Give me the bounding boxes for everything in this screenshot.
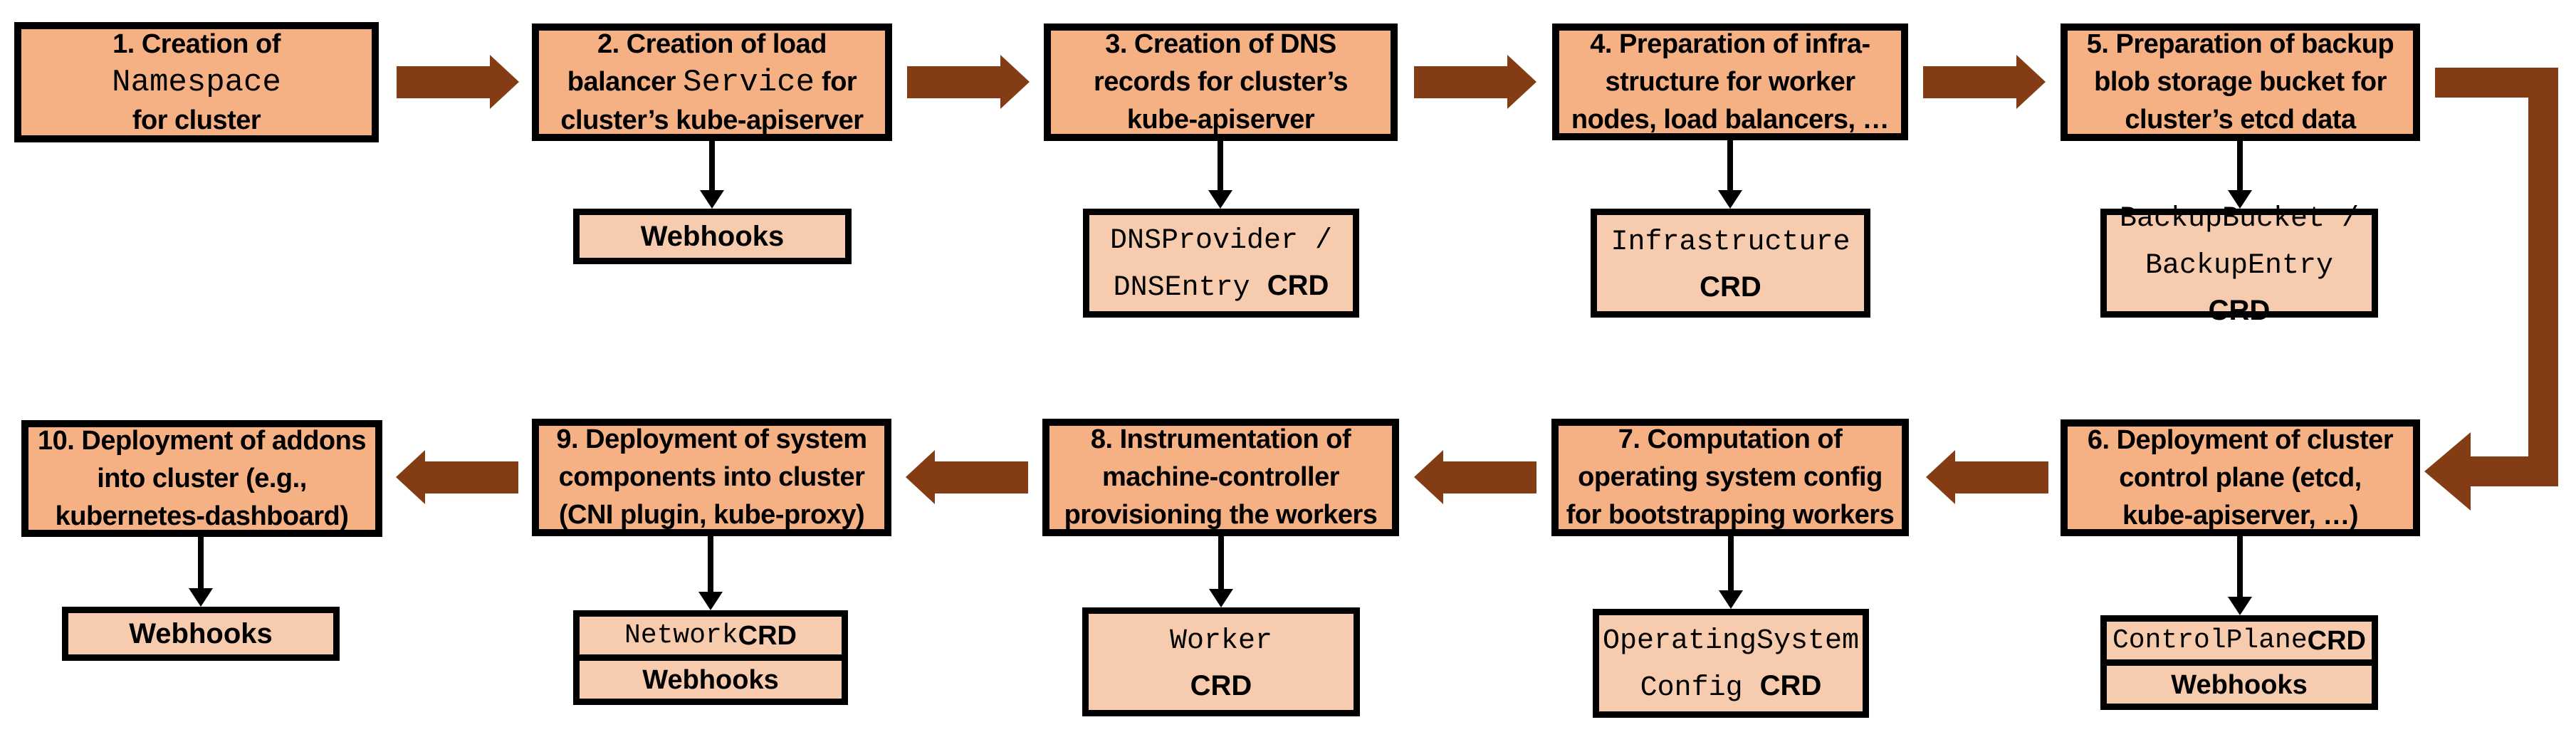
flow-arrow-7-8-icon (1414, 450, 1536, 504)
step-6-webhooks-box: Webhooks (2100, 659, 2378, 710)
step-10-webhooks-label: Webhooks (129, 618, 273, 649)
flow-arrow-9-10-icon (396, 450, 518, 504)
flow-arrow-4-5-icon (1923, 55, 2046, 109)
flow-arrow-2-3-icon (907, 55, 1030, 109)
step-9-crd-box: Network CRD (573, 610, 848, 661)
step-6-crd-box: ControlPlane CRD (2100, 615, 2378, 666)
flow-arrow-8-9-icon (906, 450, 1028, 504)
step-5-crd-label: BackupBucket /BackupEntry CRD (2119, 202, 2360, 326)
step-4-label: 4. Preparation of infra-structure for wo… (1571, 28, 1890, 135)
step-9-webhooks-box: Webhooks (573, 654, 848, 705)
flow-arrow-3-4-icon (1414, 55, 1536, 109)
flow-arrow-1-2-icon (397, 55, 519, 109)
step-4-box: 4. Preparation of infra-structure for wo… (1552, 23, 1908, 140)
elbow-arrow-5-6-icon (2424, 68, 2558, 511)
step-10-webhooks-box: Webhooks (62, 607, 340, 661)
step-9-sub-stack: Network CRD Webhooks (573, 610, 848, 705)
step-2-webhooks-box: Webhooks (573, 209, 852, 264)
step-3-crd-label: DNSProvider /DNSEntry CRD (1109, 224, 1333, 304)
step-2-webhooks-label: Webhooks (640, 221, 785, 252)
flow-arrow-6-7-icon (1926, 450, 2048, 504)
step-6-sub-stack: ControlPlane CRD Webhooks (2100, 615, 2378, 710)
step-5-crd-box: BackupBucket /BackupEntry CRD (2100, 203, 2378, 326)
step-3-crd-box: DNSProvider /DNSEntry CRD (1083, 209, 1359, 318)
